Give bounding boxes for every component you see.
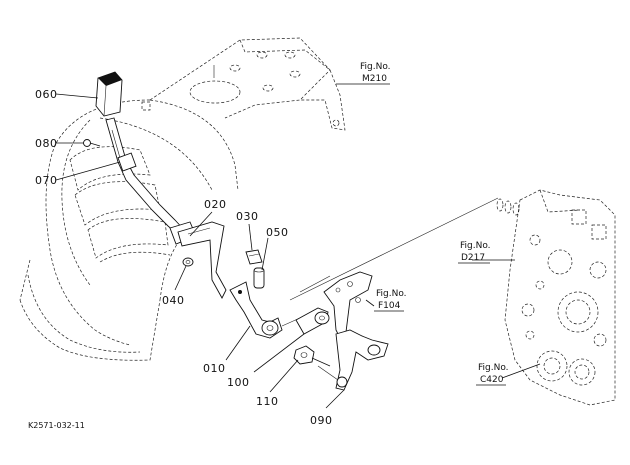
label-040: 040 <box>162 294 185 307</box>
bolt-080 <box>83 139 101 147</box>
fig-m210-title: Fig.No. <box>360 62 391 72</box>
label-100: 100 <box>227 376 250 389</box>
fig-f104-code: F104 <box>378 301 401 311</box>
label-090: 090 <box>310 414 333 427</box>
fig-d217-title: Fig.No. <box>460 241 491 251</box>
fig-m210-code: M210 <box>362 74 387 84</box>
part-labels: 060 080 070 020 030 050 040 010 100 110 … <box>35 88 333 427</box>
figure-ref-f104[interactable]: Fig.No. F104 <box>374 289 407 312</box>
gear-housing <box>496 189 616 406</box>
label-050: 050 <box>266 226 289 239</box>
figure-ref-m210[interactable]: Fig.No. M210 <box>358 62 391 85</box>
figure-ref-c420[interactable]: Fig.No. C420 <box>476 363 509 386</box>
fig-f104-title: Fig.No. <box>376 289 407 299</box>
shift-knob <box>95 71 123 117</box>
lever-plate-020 <box>177 221 227 299</box>
fig-c420-code: C420 <box>480 375 504 385</box>
pin-050 <box>253 267 265 289</box>
arm-010 <box>229 281 301 339</box>
fender-outline <box>19 37 346 361</box>
label-020: 020 <box>204 198 227 211</box>
shift-arm-090 <box>317 329 389 391</box>
figure-ref-d217[interactable]: Fig.No. D217 <box>458 241 491 264</box>
leader-lines <box>55 83 541 409</box>
label-060: 060 <box>35 88 58 101</box>
label-080: 080 <box>35 137 58 150</box>
bolt-030 <box>245 249 263 265</box>
bushing-040 <box>182 257 194 267</box>
label-010: 010 <box>203 362 226 375</box>
label-110: 110 <box>256 395 279 408</box>
nut-110 <box>293 345 331 367</box>
fig-c420-title: Fig.No. <box>478 363 509 373</box>
drawing-code: K2571-032-11 <box>28 421 85 430</box>
link-rod-100 <box>295 307 330 335</box>
label-070: 070 <box>35 174 58 187</box>
label-030: 030 <box>236 210 259 223</box>
fig-d217-code: D217 <box>461 253 485 263</box>
shift-lever <box>105 117 197 245</box>
